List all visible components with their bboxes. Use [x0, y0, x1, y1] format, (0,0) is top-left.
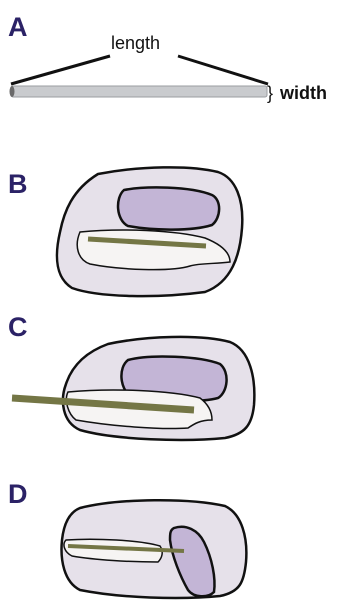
length-label: length: [111, 33, 160, 53]
panel-c: C: [8, 312, 254, 440]
panel-c-label: C: [8, 312, 28, 342]
panel-b: B: [8, 167, 242, 296]
measured-rod-end: [10, 86, 15, 97]
panel-a: A length } width: [8, 12, 327, 103]
inner-body: [118, 187, 219, 229]
panel-a-label: A: [8, 12, 28, 42]
panel-d: D: [8, 479, 246, 598]
panel-b-label: B: [8, 169, 28, 199]
width-brace: }: [267, 83, 273, 103]
width-label: width: [279, 83, 327, 103]
length-line-left: [11, 56, 110, 84]
length-line-right: [178, 56, 268, 84]
panel-d-label: D: [8, 479, 28, 509]
measured-rod: [11, 86, 267, 97]
